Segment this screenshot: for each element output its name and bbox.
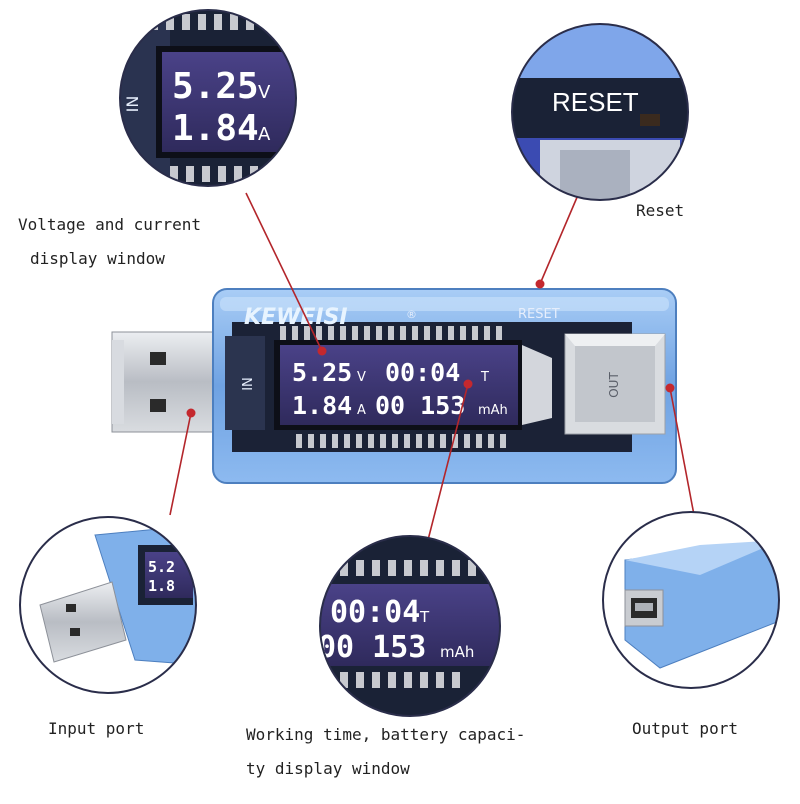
zoom-reset: RESET [511, 23, 689, 201]
pointer-dot [186, 408, 196, 418]
lcd-current-value: 1.84 [292, 391, 352, 420]
brand-mark: ® [406, 308, 417, 321]
pointer-output-port [669, 387, 695, 516]
in-label: IN [241, 377, 256, 391]
lcd-voltage-value: 5.25 [292, 358, 352, 387]
pointer-input-port [169, 412, 192, 516]
lcd-time-unit: T [480, 370, 489, 385]
lcd-display [280, 345, 518, 425]
zoom-input-current: 1.8 [148, 577, 175, 595]
pointer-dot [535, 279, 545, 289]
label-input-port: Input port [48, 719, 145, 738]
zoom-working-time: 00:04 T 00 153 mAh [318, 535, 501, 717]
zoom-reset-text: RESET [552, 87, 639, 117]
usb-output-port: OUT [564, 333, 666, 435]
pointer-reset [539, 194, 579, 285]
pointer-lines [169, 192, 695, 541]
lcd-time-value: 00:04 [385, 358, 460, 387]
zoom-input-port: 5.2 1.8 [19, 516, 197, 694]
label-working-time-line1: Working time, battery capaci- [246, 725, 526, 744]
zoom-time-unit: T [419, 608, 430, 626]
label-reset: Reset [636, 201, 685, 220]
zoom-in-label: IN [123, 96, 142, 113]
zoom-capacity-value: 00 153 [318, 630, 426, 665]
label-voltage-current-line1: Voltage and current [18, 215, 202, 234]
zoom-voltage-value: 5.25 [172, 66, 259, 107]
zoom-voltage-unit: V [258, 82, 271, 103]
zoom-current-value: 1.84 [172, 108, 259, 149]
lcd-current-unit: A [357, 403, 366, 418]
pointer-working-time [427, 383, 469, 541]
label-working-time-line2: ty display window [246, 759, 410, 778]
zoom-output-port [602, 511, 780, 689]
zoom-current-unit: A [258, 124, 271, 145]
zoom-input-voltage: 5.2 [148, 558, 175, 576]
usb-meter-device: IN KEWEISI ® 5.25 V 00:04 T 1.84 A 00 15… [111, 288, 677, 484]
label-voltage-current-line2: display window [30, 249, 165, 268]
brand-logo: KEWEISI [244, 305, 348, 330]
usb-input-plug [111, 331, 228, 433]
zoom-capacity-unit: mAh [440, 643, 474, 661]
reset-label: RESET [518, 307, 560, 322]
pointer-dot [665, 383, 675, 393]
lcd-capacity-unit: mAh [478, 403, 508, 418]
out-label: OUT [607, 372, 621, 398]
pointer-dot [317, 346, 327, 356]
usb-contact-hole [150, 399, 166, 412]
zoom-voltage-current: 5.25 V 1.84 A IN [119, 9, 297, 187]
pointer-dots [186, 279, 675, 418]
lcd-voltage-unit: V [357, 370, 366, 385]
lcd-capacity-value: 00 153 [375, 391, 465, 420]
zoom-time-value: 00:04 [330, 595, 420, 630]
label-output-port: Output port [632, 719, 738, 738]
pointer-dot [463, 379, 473, 389]
pointer-voltage-current [245, 192, 323, 352]
lcd-pin-row-bottom [296, 434, 506, 448]
usb-contact-hole [150, 352, 166, 365]
lcd-pin-row-top [280, 326, 502, 340]
